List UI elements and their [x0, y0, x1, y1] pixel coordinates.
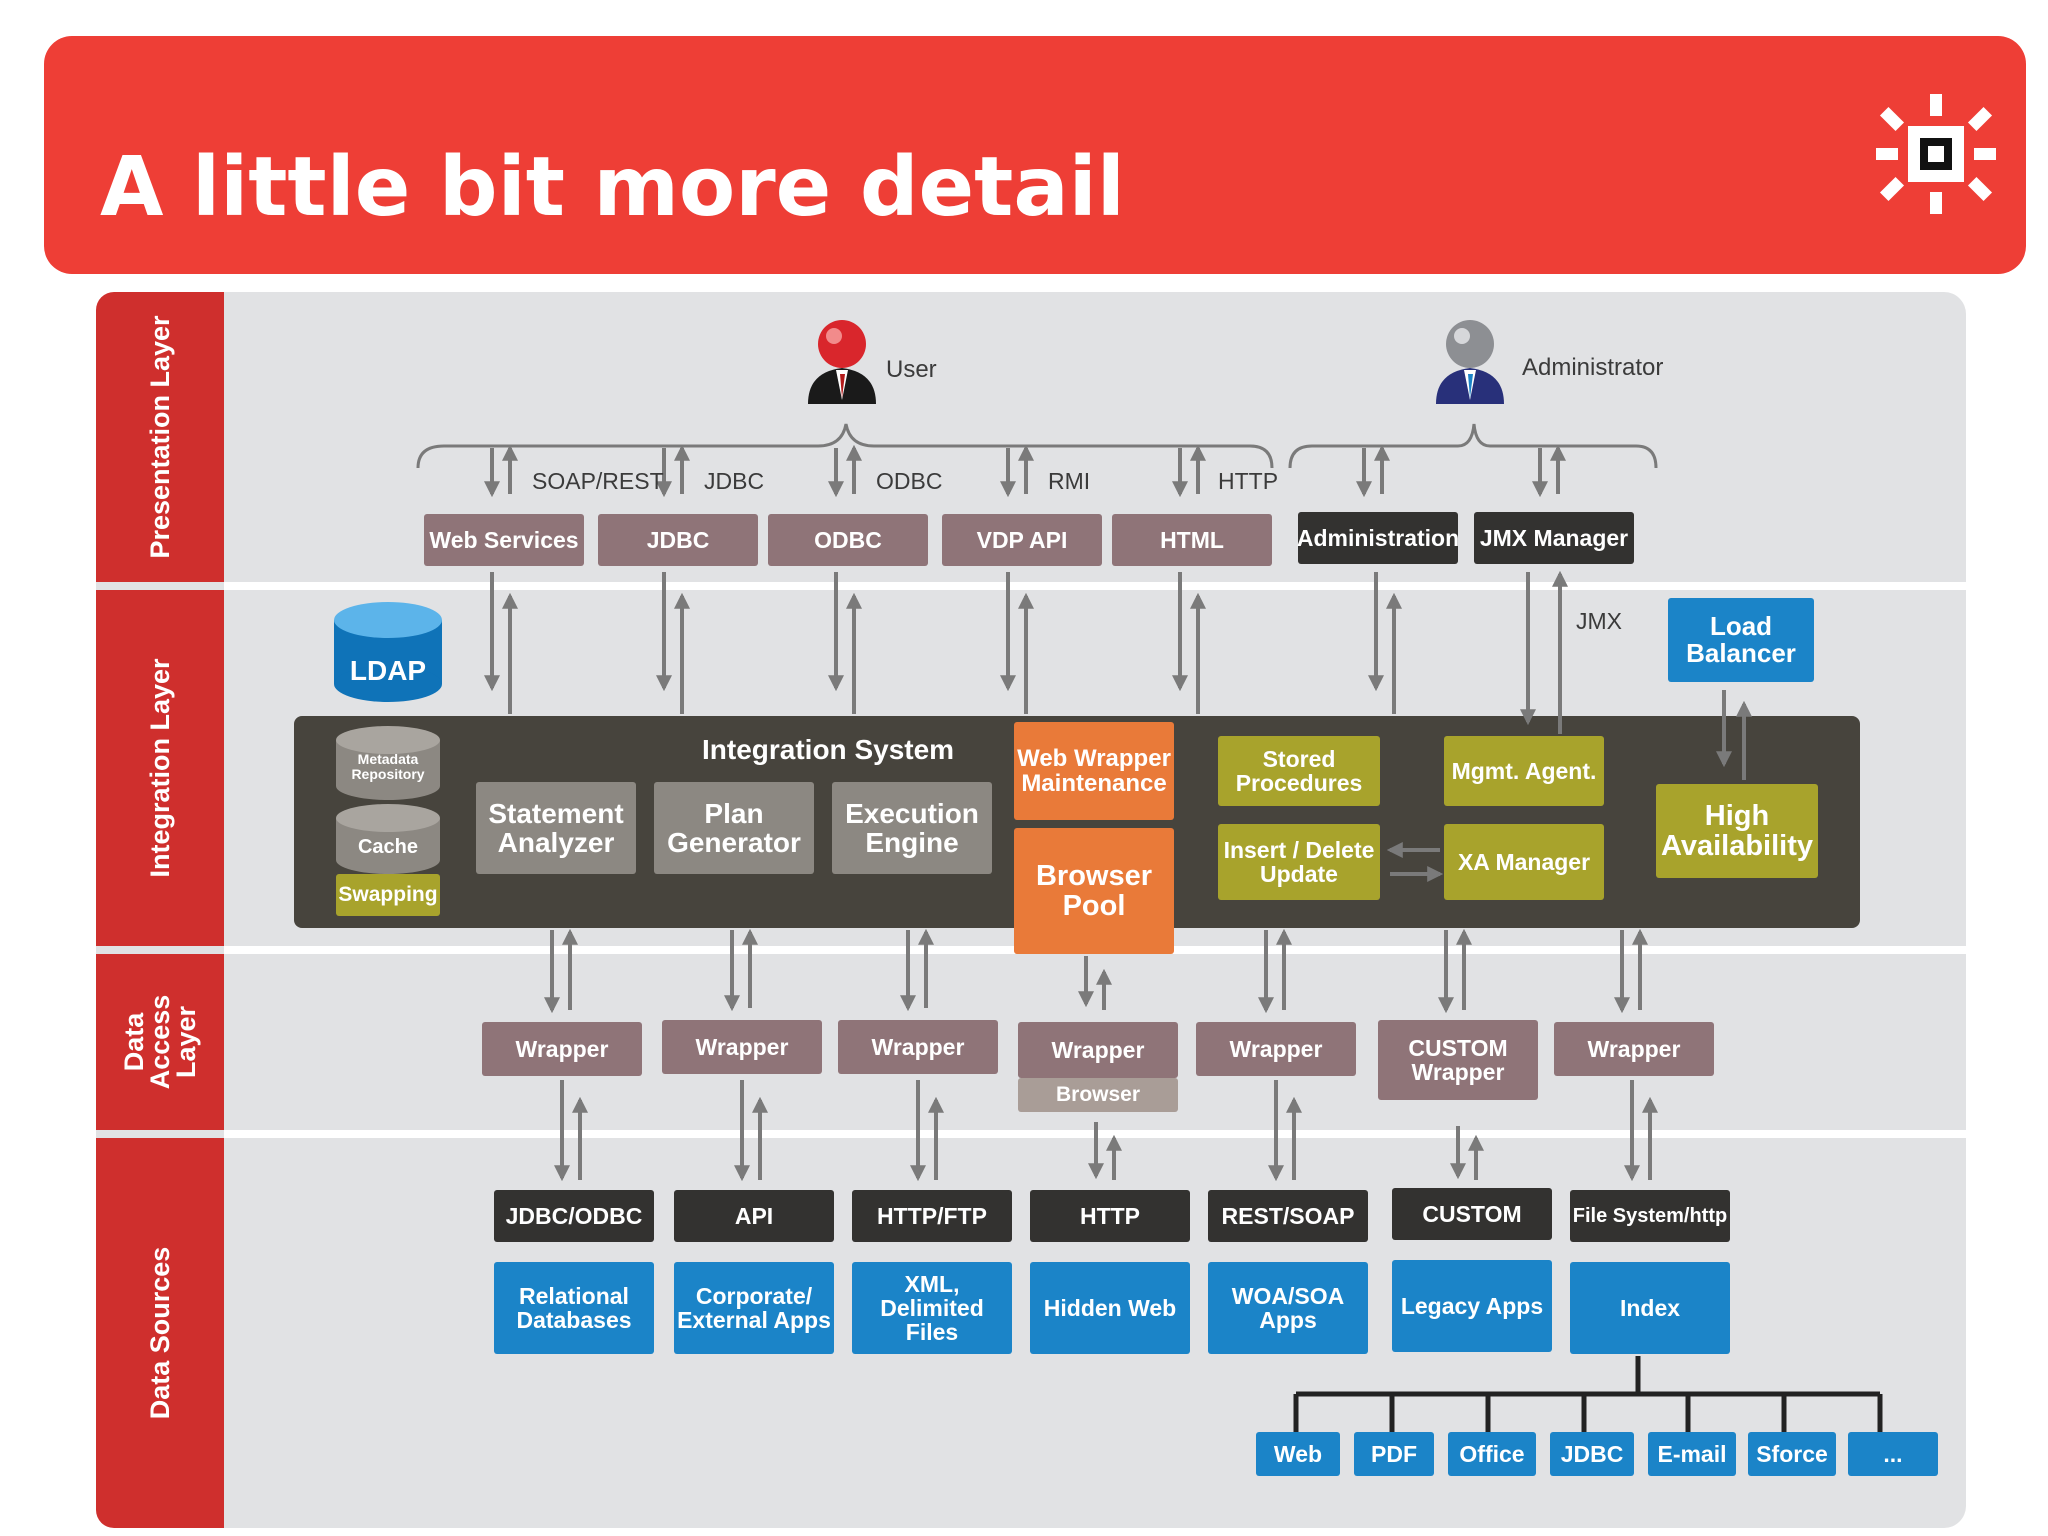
plan-generator-box[interactable]: Plan Generator: [654, 782, 814, 874]
jdbc-odbc-connector[interactable]: JDBC/ODBC: [494, 1190, 654, 1242]
user-label: User: [886, 356, 937, 383]
wrapper-box[interactable]: Wrapper: [1018, 1022, 1178, 1078]
odbc-box[interactable]: ODBC: [768, 514, 928, 566]
index-source-jdbc[interactable]: JDBC: [1550, 1432, 1634, 1476]
statement-analyzer-box[interactable]: Statement Analyzer: [476, 782, 636, 874]
index-box[interactable]: Index: [1570, 1262, 1730, 1354]
execution-engine-box[interactable]: Execution Engine: [832, 782, 992, 874]
jmx-manager-box[interactable]: JMX Manager: [1474, 512, 1634, 564]
index-source-email[interactable]: E-mail: [1648, 1432, 1736, 1476]
protocol-label: JDBC: [704, 468, 765, 494]
legacy-apps-box[interactable]: Legacy Apps: [1392, 1260, 1552, 1352]
http-ftp-connector[interactable]: HTTP/FTP: [852, 1190, 1012, 1242]
hidden-web-box[interactable]: Hidden Web: [1030, 1262, 1190, 1354]
slide-title: A little bit more detail: [100, 140, 1125, 235]
mgmt-agent-box[interactable]: Mgmt. Agent.: [1444, 736, 1604, 806]
metadata-repository-icon: [336, 726, 440, 800]
browser-pool-box[interactable]: Browser Pool: [1014, 828, 1174, 954]
wrapper-box[interactable]: Wrapper: [1554, 1022, 1714, 1076]
sun-logo-icon: [1876, 94, 1996, 214]
protocol-label: SOAP/REST: [532, 468, 664, 494]
high-availability-box[interactable]: High Availability: [1656, 784, 1818, 878]
protocol-label: ODBC: [876, 468, 943, 494]
cache-label: Cache: [357, 836, 419, 858]
index-source-pdf[interactable]: PDF: [1354, 1432, 1434, 1476]
woa-soa-apps-box[interactable]: WOA/SOA Apps: [1208, 1262, 1368, 1354]
browser-box[interactable]: Browser: [1018, 1078, 1178, 1112]
lane-presentation: Presentation Layer: [96, 292, 224, 582]
corporate-apps-box[interactable]: Corporate/ External Apps: [674, 1262, 834, 1354]
api-connector[interactable]: API: [674, 1190, 834, 1242]
http-connector[interactable]: HTTP: [1030, 1190, 1190, 1242]
protocol-label: RMI: [1048, 468, 1091, 494]
index-source-web[interactable]: Web: [1256, 1432, 1340, 1476]
vdp-api-box[interactable]: VDP API: [942, 514, 1102, 566]
index-source-office[interactable]: Office: [1448, 1432, 1536, 1476]
lane-data-sources: Data Sources: [96, 1138, 224, 1528]
user-figure-icon: [808, 320, 876, 404]
index-source-sforce[interactable]: Sforce: [1748, 1432, 1836, 1476]
file-system-connector[interactable]: File System/http: [1570, 1190, 1730, 1242]
load-balancer-box[interactable]: Load Balancer: [1668, 598, 1814, 682]
administrator-label: Administrator: [1522, 354, 1664, 381]
integration-system-title: Integration System: [702, 734, 955, 765]
relational-databases-box[interactable]: Relational Databases: [494, 1262, 654, 1354]
html-box[interactable]: HTML: [1112, 514, 1272, 566]
protocol-label: HTTP: [1218, 468, 1279, 494]
ldap-label: LDAP: [349, 655, 427, 686]
lane-data-access: Data Access Layer: [96, 954, 224, 1130]
ldap-database-icon: [334, 602, 442, 702]
custom-wrapper-box[interactable]: CUSTOM Wrapper: [1378, 1020, 1538, 1100]
jmx-label: JMX: [1576, 608, 1622, 634]
title-banner: [44, 36, 2026, 274]
rest-soap-connector[interactable]: REST/SOAP: [1208, 1190, 1368, 1242]
xa-manager-box[interactable]: XA Manager: [1444, 824, 1604, 900]
index-source-more[interactable]: ...: [1848, 1432, 1938, 1476]
custom-connector[interactable]: CUSTOM: [1392, 1188, 1552, 1240]
metadata-repository-label: Metadata Repository: [351, 751, 425, 783]
administrator-figure-icon: [1436, 320, 1504, 404]
layer-separator: [224, 582, 1966, 590]
cache-icon: [336, 804, 440, 874]
administration-box[interactable]: Administration: [1297, 512, 1459, 564]
jdbc-box[interactable]: JDBC: [598, 514, 758, 566]
wrapper-box[interactable]: Wrapper: [1196, 1022, 1356, 1076]
wrapper-box[interactable]: Wrapper: [838, 1020, 998, 1074]
wrapper-box[interactable]: Wrapper: [482, 1022, 642, 1076]
lane-integration: Integration Layer: [96, 590, 224, 946]
wrapper-box[interactable]: Wrapper: [662, 1020, 822, 1074]
web-services-box[interactable]: Web Services: [424, 514, 584, 566]
xml-delimited-files-box[interactable]: XML, Delimited Files: [852, 1262, 1012, 1354]
insert-delete-update-box[interactable]: Insert / Delete Update: [1218, 824, 1380, 900]
swapping-box[interactable]: Swapping: [336, 874, 440, 916]
web-wrapper-maintenance-box[interactable]: Web Wrapper Maintenance: [1014, 722, 1174, 820]
stored-procedures-box[interactable]: Stored Procedures: [1218, 736, 1380, 806]
